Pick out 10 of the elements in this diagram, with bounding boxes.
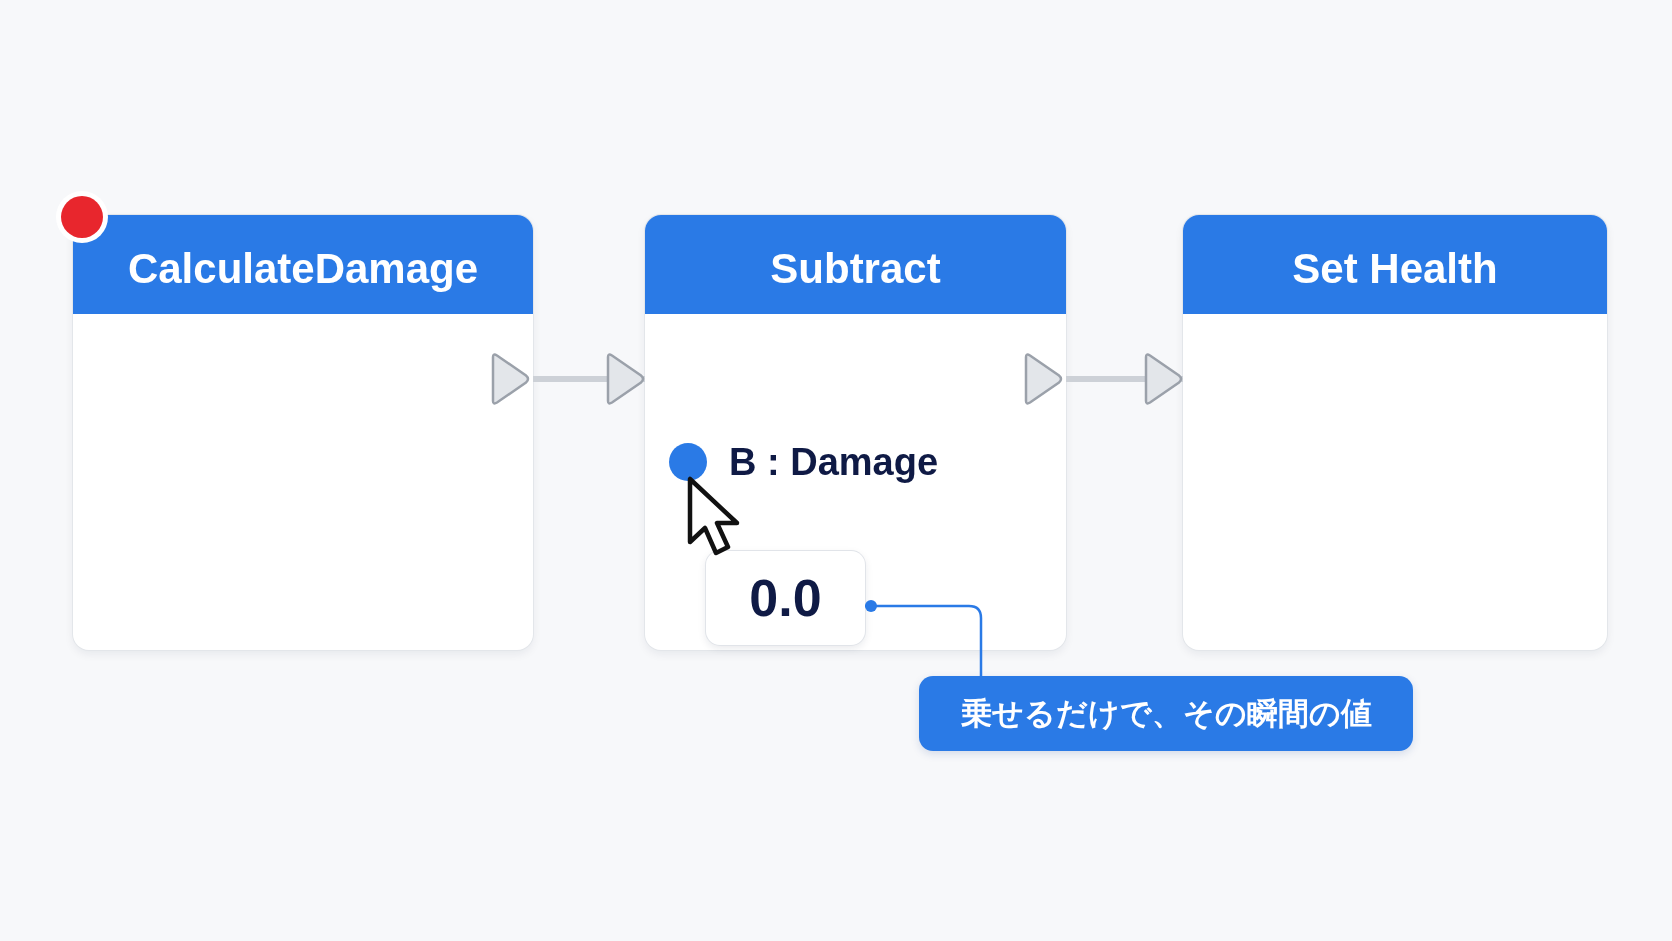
callout-box: 乗せるだけで、その瞬間の値 (919, 676, 1413, 751)
leader-line (865, 600, 983, 676)
node-card (73, 215, 533, 650)
pin-label: B : Damage (729, 440, 939, 485)
node-header: Set Health (1183, 215, 1607, 314)
node-card (1183, 215, 1607, 650)
node-header: Subtract (645, 215, 1066, 314)
node-header: CalculateDamage (73, 215, 533, 314)
value-field: 0.0 (706, 551, 865, 645)
node-card (645, 215, 1066, 650)
